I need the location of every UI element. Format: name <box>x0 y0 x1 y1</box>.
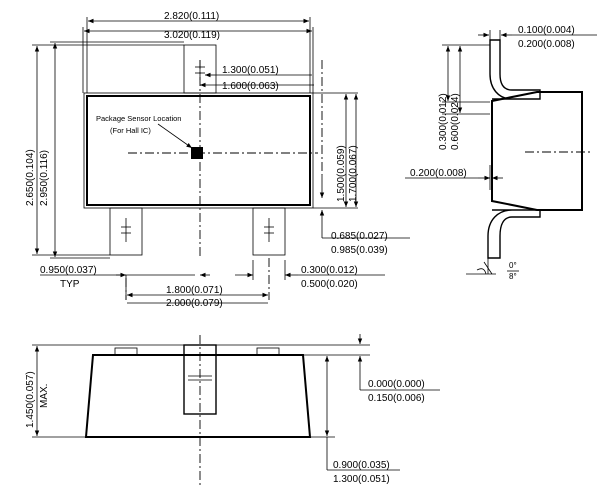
sensor-label: Package Sensor Location <box>96 114 181 123</box>
top-height-nom: 2.650(0.104) <box>25 149 36 206</box>
sensor-sublabel: (For Hall IC) <box>110 126 151 135</box>
standoff-min: 0.000(0.000) <box>368 379 425 390</box>
span-max: 2.000(0.079) <box>166 298 223 309</box>
lead-len-max: 0.985(0.039) <box>331 245 388 256</box>
front-lead <box>256 347 280 356</box>
pitch-value: 0.950(0.037) <box>40 265 97 276</box>
angle-max: 8° <box>509 272 517 281</box>
front-height-max-label: MAX. <box>39 384 50 408</box>
front-lead-center <box>183 344 217 415</box>
front-lead <box>114 347 138 356</box>
lead-w-max: 0.500(0.020) <box>301 279 358 290</box>
top-lead <box>109 207 143 256</box>
foot-max: 0.600(0.024) <box>450 93 461 150</box>
side-view: 0.100(0.004) 0.200(0.008) 0.300(0.012) 0… <box>405 25 597 281</box>
top-body-outline <box>86 95 311 206</box>
front-body-outline <box>84 354 312 438</box>
standoff: 0.200(0.008) <box>410 168 467 179</box>
body-nom: 0.900(0.035) <box>333 460 390 471</box>
top-height-max: 2.950(0.116) <box>39 150 50 206</box>
sensor-x-max: 1.600(0.063) <box>222 81 279 92</box>
lead-t-max: 0.200(0.008) <box>518 39 575 50</box>
body-height-max: 1.700(0.067) <box>348 145 359 202</box>
standoff-max: 0.150(0.006) <box>368 393 425 404</box>
front-view: 1.450(0.057) MAX. 0.000(0.000) 0.150(0.0… <box>25 334 440 488</box>
body-max: 1.300(0.051) <box>333 474 390 485</box>
side-body-outline <box>491 91 583 211</box>
side-lead <box>489 39 541 100</box>
lead-t-nom: 0.100(0.004) <box>518 25 575 36</box>
angle-min: 0° <box>509 261 517 270</box>
top-lead <box>252 207 286 256</box>
front-height-max: 1.450(0.057) <box>25 371 36 428</box>
body-height-nom: 1.500(0.059) <box>336 145 347 202</box>
sensor-x-nom: 1.300(0.051) <box>222 65 279 76</box>
lead-len-nom: 0.685(0.027) <box>331 231 388 242</box>
lead-w-nom: 0.300(0.012) <box>301 265 358 276</box>
foot-nom: 0.300(0.012) <box>438 93 449 150</box>
top-width-max: 3.020(0.119) <box>164 30 220 41</box>
top-lead <box>183 44 217 94</box>
pitch-typ: TYP <box>60 279 80 290</box>
span-nom: 1.800(0.071) <box>166 285 223 296</box>
top-width-nom: 2.820(0.111) <box>164 11 219 22</box>
top-view: Package Sensor Location (For Hall IC) 2.… <box>25 11 410 309</box>
